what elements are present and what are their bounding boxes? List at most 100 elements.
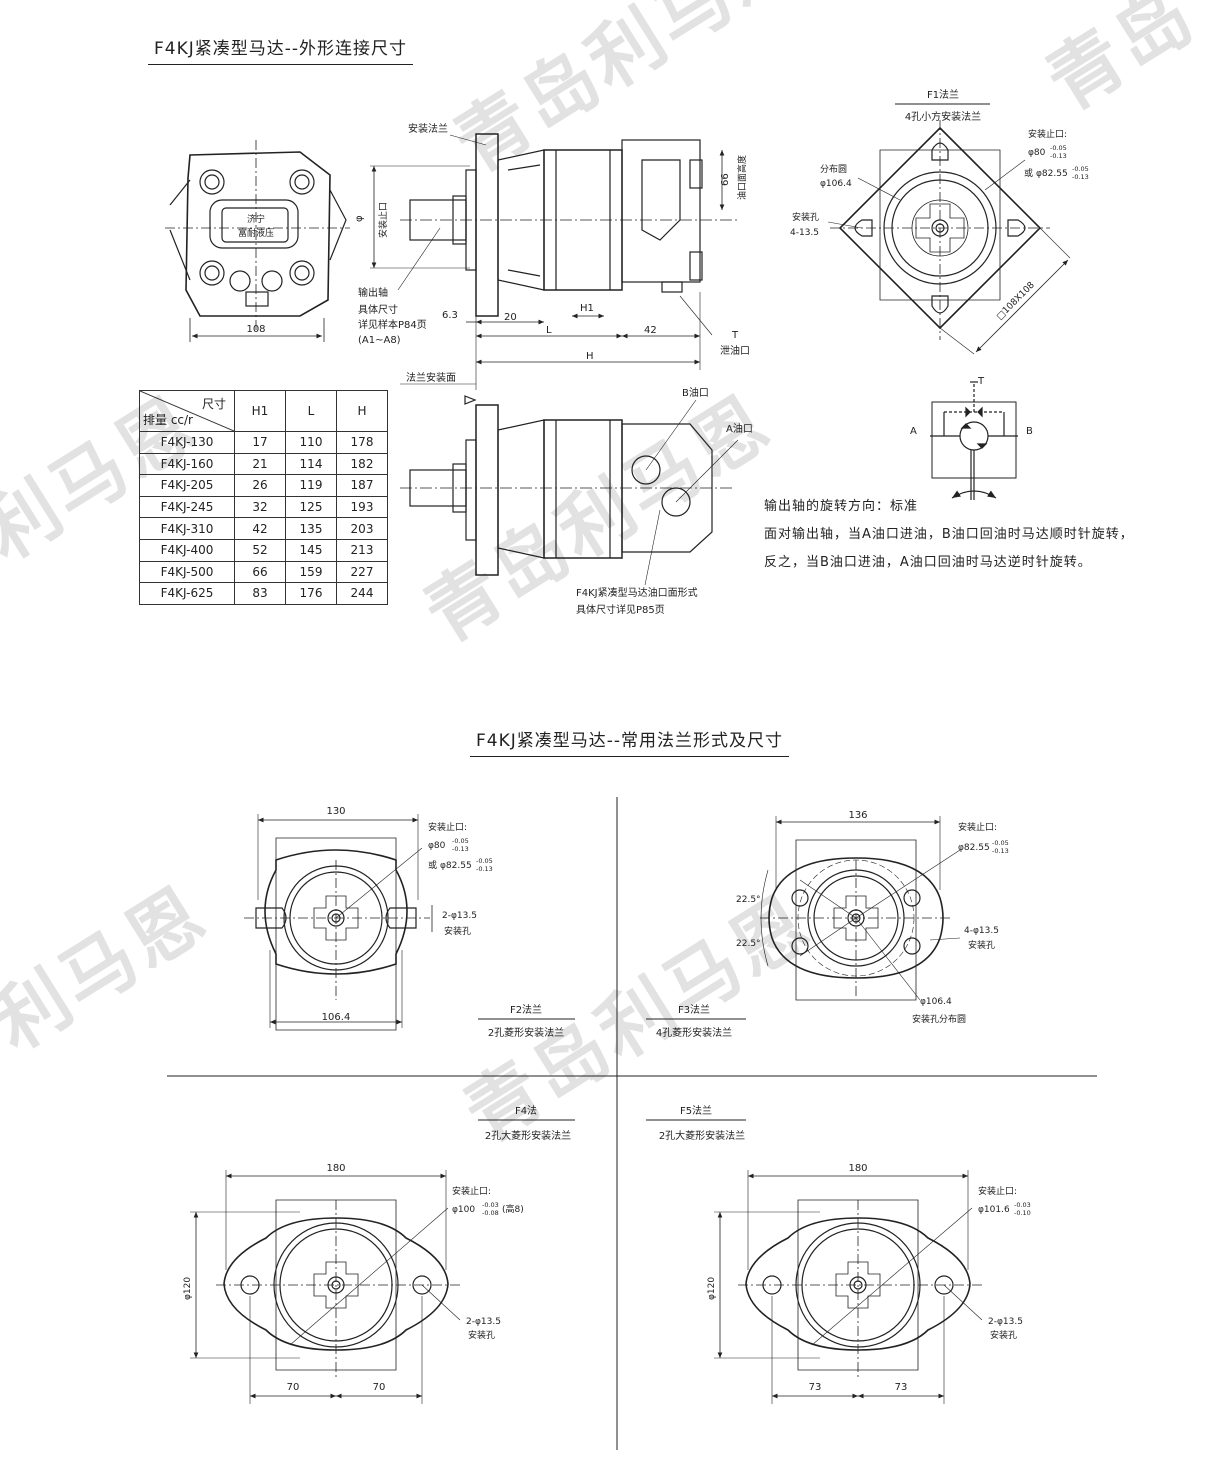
f1-flange-drawing [827,120,1071,355]
table-cell: 203 [336,517,388,540]
f1-hole-value: 4-13.5 [790,228,819,238]
f2-spigot-d1: φ80 [428,841,446,851]
f3-flange-drawing [760,816,961,1001]
f5-hole-label: 安装孔 [990,1329,1017,1341]
f5-name: F5法兰 [680,1104,712,1117]
f1-spigot-tol2-dn: -0.13 [1072,173,1089,181]
table-cell: 125 [285,495,337,519]
dim-H1: H1 [580,303,594,314]
table-col-header: H [336,390,388,432]
table-cell: 187 [336,474,388,497]
f1-spigot-label: 安装止口: [1028,128,1067,140]
table-cell: 178 [336,431,388,454]
table-cell: 176 [285,582,337,605]
f3-spigot-label: 安装止口: [958,821,997,833]
table-header-disp: 排量 cc/r [143,413,193,427]
dim-20: 20 [504,312,517,323]
f3-name: F3法兰 [678,1003,710,1016]
label-shaft-note1: 具体尺寸 [358,303,398,316]
table-cell: 193 [336,495,388,519]
rotation-note-line2: 面对输出轴，当A油口进油，B油口回油时马达顺时针旋转， [764,527,1134,542]
table-cell: 213 [336,538,388,562]
table-cell: 83 [234,582,286,605]
front-width-dim: 108 [246,324,265,335]
f3-spigot-tol-up: -0.05 [992,839,1009,847]
label-port-B: B油口 [682,386,709,399]
label-port-A: A油口 [726,422,753,435]
f2-bottom-dim: 106.4 [322,1012,351,1023]
f5-width: 180 [848,1163,867,1174]
table-cell: F4KJ-245 [139,495,235,519]
f2-spigot-d2: φ82.55 [440,861,472,871]
port-note2: 具体尺寸详见P85页 [576,603,665,616]
f5-spigot-d: φ101.6 [978,1205,1010,1215]
table-cell: 42 [234,517,286,540]
f4-half-right: 70 [373,1382,386,1393]
f3-hole-label: 安装孔 [968,939,995,951]
label-shaft: 输出轴 [358,286,388,299]
f2-width: 130 [326,806,345,817]
f4-desc: 2孔大菱形安装法兰 [485,1129,571,1142]
port-view-drawing [400,395,739,586]
page-title-top: F4KJ紧凑型马达--外形连接尺寸 [148,34,414,65]
f3-hole-value: 4-φ13.5 [964,926,999,936]
f5-flange-drawing [714,1170,985,1404]
label-flange-face: 法兰安装面 [406,371,456,384]
table-header-size: 尺寸 [201,397,226,411]
f2-hole-label: 安装孔 [444,925,471,937]
f1-spigot-tol1-dn: -0.13 [1050,152,1067,160]
table-cell: 182 [336,452,388,476]
label-phi: φ [354,215,365,222]
table-cell: 52 [234,538,286,562]
f1-hole-label: 安装孔 [792,211,819,223]
f3-angle2: 22.5° [736,939,761,949]
f1-spigot-tol1-up: -0.05 [1050,144,1067,152]
port-note1: F4KJ紧凑型马达油口面形式 [576,586,698,599]
page-title-bottom: F4KJ紧凑型马达--常用法兰形式及尺寸 [470,726,790,757]
f3-spigot-tol-dn: -0.13 [992,847,1009,855]
f5-spigot-tol-dn: -0.10 [1014,1209,1031,1217]
f4-spigot-d: φ100 [452,1205,475,1215]
table-cell: 119 [285,474,337,497]
f3-width: 136 [848,810,867,821]
f2-name: F2法兰 [510,1003,542,1016]
f2-spigot-tol2-dn: -0.13 [476,865,493,873]
table-cell: F4KJ-130 [139,431,235,454]
table-cell: F4KJ-400 [139,538,235,562]
f4-height: φ120 [183,1277,193,1300]
table-cell: 21 [234,452,286,476]
label-spigot: 安装止口 [377,202,389,238]
label-drain: 泄油口 [720,344,750,357]
f2-hole-value: 2-φ13.5 [442,911,477,921]
table-cell: F4KJ-310 [139,517,235,540]
f5-half-right: 73 [895,1382,908,1393]
table-cell: 114 [285,452,337,476]
f2-spigot-tol1-up: -0.05 [452,837,469,845]
symbol-A: A [910,426,917,437]
f1-pcd-value: φ106.4 [820,179,852,189]
rotation-note: 输出轴的旋转方向：标准 面对输出轴，当A油口进油，B油口回油时马达顺时针旋转， … [764,493,1134,577]
f5-spigot-label: 安装止口: [978,1185,1017,1197]
f1-pcd-label: 分布圆 [820,163,847,175]
f5-half-left: 73 [809,1382,822,1393]
symbol-B: B [1026,426,1033,437]
f4-spigot-note: (高8) [502,1203,524,1215]
f4-spigot-tol-up: -0.03 [482,1201,499,1209]
f4-hole-value: 2-φ13.5 [466,1317,501,1327]
nameplate-line2: 富耐液压 [238,227,274,239]
dim-66: 66 [720,173,731,186]
dim-6-3: 6.3 [442,310,458,321]
label-oil-height: 油口面高度 [736,155,748,200]
table-cell: 17 [234,431,286,454]
table-header-row: 尺寸 排量 cc/r H1 L H [139,390,388,432]
f2-spigot-or: 或 [428,859,437,871]
f4-half-left: 70 [287,1382,300,1393]
label-flange: 安装法兰 [408,122,448,135]
front-view-drawing [165,140,350,342]
